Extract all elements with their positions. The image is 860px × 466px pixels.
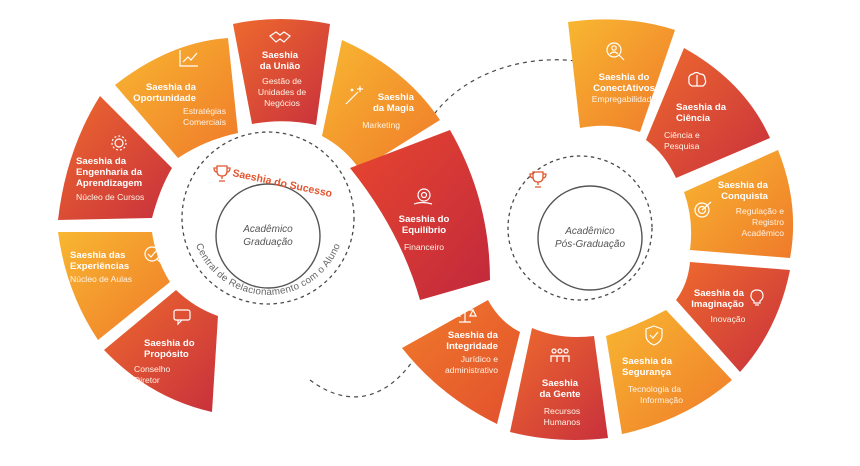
svg-text:Núcleo de Aulas: Núcleo de Aulas xyxy=(70,274,132,284)
segment-integridade[interactable] xyxy=(402,300,520,424)
segment-magia[interactable] xyxy=(322,40,440,170)
segment-experiencias[interactable] xyxy=(58,232,170,340)
people-icon xyxy=(550,348,570,362)
segment-conquista[interactable] xyxy=(684,150,794,258)
left-hub-line1: Acadêmico xyxy=(242,224,293,235)
magic-wand-icon xyxy=(345,86,363,105)
trophy-icon-right xyxy=(529,171,547,188)
speech-bubble-icon xyxy=(173,309,191,326)
target-icon xyxy=(694,201,712,218)
segment-ciencia[interactable] xyxy=(646,48,770,178)
segment-gente[interactable] xyxy=(510,328,608,440)
checkmark-icon xyxy=(144,246,162,264)
svg-text:Marketing: Marketing xyxy=(362,120,400,130)
segment-conectativos[interactable] xyxy=(568,19,675,132)
coin-hand-icon xyxy=(413,188,433,205)
segment-imaginacao[interactable] xyxy=(676,262,790,372)
segment-oportunidade[interactable] xyxy=(115,38,238,158)
right-hub-inner-circle xyxy=(537,185,643,291)
segment-engenharia[interactable] xyxy=(58,96,172,220)
growth-chart-icon xyxy=(179,50,198,67)
svg-text:Financeiro: Financeiro xyxy=(404,242,444,252)
shield-icon xyxy=(645,325,663,346)
brain-icon xyxy=(688,71,707,87)
magnifier-person-icon xyxy=(606,42,625,61)
segment-uniao[interactable] xyxy=(233,19,330,125)
segment-proposito[interactable] xyxy=(104,290,218,412)
right-hub-line2: Pós-Graduação xyxy=(555,239,625,250)
segment-equilibrio[interactable] xyxy=(350,130,490,300)
trophy-icon xyxy=(213,165,231,182)
left-hub-line2: Graduação xyxy=(243,237,293,248)
svg-text:Núcleo de Cursos: Núcleo de Cursos xyxy=(76,192,144,202)
left-hub-inner-circle xyxy=(215,183,321,289)
svg-text:Inovação: Inovação xyxy=(711,314,746,324)
scales-icon xyxy=(453,306,477,323)
gear-icon xyxy=(111,135,127,151)
dashed-connector-bottom xyxy=(309,349,421,398)
right-hub-line1: Acadêmico xyxy=(564,226,615,237)
lightbulb-icon xyxy=(750,289,764,306)
svg-text:Empregabilidade: Empregabilidade xyxy=(592,94,657,104)
handshake-icon xyxy=(269,31,291,43)
segment-seguranca[interactable] xyxy=(606,310,732,434)
